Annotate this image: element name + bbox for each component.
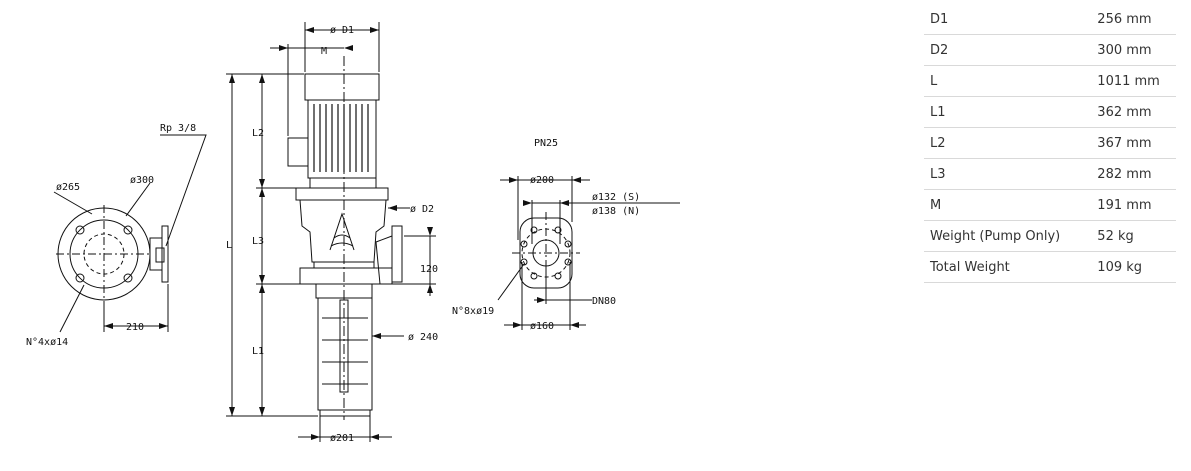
flange-hole xyxy=(564,258,572,266)
motor-body xyxy=(307,99,377,179)
spec-value: 256 mm xyxy=(1093,4,1176,35)
d265-leader xyxy=(53,191,93,215)
flange-view xyxy=(497,176,680,330)
side-hole xyxy=(75,225,85,235)
M-label: M xyxy=(321,46,327,57)
spec-value: 282 mm xyxy=(1093,158,1176,190)
spec-label: Weight (Pump Only) xyxy=(924,220,1094,252)
mounting-plate xyxy=(299,267,393,285)
pump-logo-arc xyxy=(333,234,351,239)
pump-logo-arc xyxy=(330,242,354,247)
D2-label: ø D2 xyxy=(410,204,434,215)
spec-label: D2 xyxy=(924,34,1094,66)
holes-leader xyxy=(59,284,85,333)
suction-strainer xyxy=(319,409,371,417)
spec-label: L xyxy=(924,65,1094,97)
motor-fan-cover xyxy=(304,73,380,101)
side-hole xyxy=(123,225,133,235)
dn-label: DN80 xyxy=(592,296,616,307)
discharge-flange xyxy=(391,225,403,283)
flange-hole xyxy=(520,258,528,266)
rp-label: Rp 3/8 xyxy=(160,123,196,134)
spec-label: L2 xyxy=(924,127,1094,159)
L3-label: L3 xyxy=(252,236,264,247)
side-outlet-nut xyxy=(155,247,165,263)
d132-label: ø132 (S) xyxy=(592,192,640,203)
motor-flange xyxy=(295,187,389,201)
front-view xyxy=(226,22,436,442)
h120-label: 120 xyxy=(420,264,438,275)
side-hole xyxy=(75,273,85,283)
side-holes-label: N°4xø14 xyxy=(26,337,68,348)
spec-row: Weight (Pump Only)52 kg xyxy=(924,220,1176,252)
pn-label: PN25 xyxy=(534,138,558,149)
flange-hole xyxy=(530,226,538,234)
spec-label: L3 xyxy=(924,158,1094,190)
D1-label: ø D1 xyxy=(330,25,354,36)
pump-head xyxy=(299,199,387,263)
d300-leader xyxy=(125,182,151,217)
spec-value: 362 mm xyxy=(1093,96,1176,128)
pump-stack xyxy=(317,297,373,411)
spec-value: 1011 mm xyxy=(1093,65,1176,97)
d201-label: ø201 xyxy=(330,433,354,444)
spec-label: Total Weight xyxy=(924,251,1094,283)
L1-label: L1 xyxy=(252,346,264,357)
d160-label: ø160 xyxy=(530,321,554,332)
spec-value: 300 mm xyxy=(1093,34,1176,66)
side-outlet-flange xyxy=(161,225,169,283)
w210-label: 210 xyxy=(126,322,144,333)
d240-label: ø 240 xyxy=(408,332,438,343)
rp-leader xyxy=(160,134,207,247)
technical-drawing: Rp 3/8 ø265 ø300 N°4xø14 210 L L2 L3 L1 … xyxy=(26,22,680,444)
spec-label: D1 xyxy=(924,4,1094,35)
spec-value: 109 kg xyxy=(1093,251,1176,283)
d300-label: ø300 xyxy=(130,175,154,186)
dimension-arrows xyxy=(104,27,581,440)
spec-label: L1 xyxy=(924,96,1094,128)
L2-label: L2 xyxy=(252,128,264,139)
terminal-box xyxy=(287,137,309,167)
d138-label: ø138 (N) xyxy=(592,206,640,217)
flange-hole xyxy=(564,240,572,248)
flange-hole xyxy=(554,226,562,234)
flange-holes-label: N°8xø19 xyxy=(452,306,494,317)
spec-label: M xyxy=(924,189,1094,221)
flange-hole xyxy=(554,272,562,280)
spec-value: 191 mm xyxy=(1093,189,1176,221)
side-hole xyxy=(123,273,133,283)
flange-hole xyxy=(520,240,528,248)
side-view xyxy=(53,134,207,333)
d200-label: ø200 xyxy=(530,175,554,186)
discharge-pipe xyxy=(375,235,393,285)
L-label: L xyxy=(226,240,232,251)
d265-label: ø265 xyxy=(56,182,80,193)
spec-value: 367 mm xyxy=(1093,127,1176,159)
flange-hole xyxy=(530,272,538,280)
motor-fins xyxy=(313,104,369,172)
flange-holes-leader xyxy=(497,263,525,301)
spec-value: 52 kg xyxy=(1093,220,1176,252)
motor-adapter xyxy=(309,177,377,189)
